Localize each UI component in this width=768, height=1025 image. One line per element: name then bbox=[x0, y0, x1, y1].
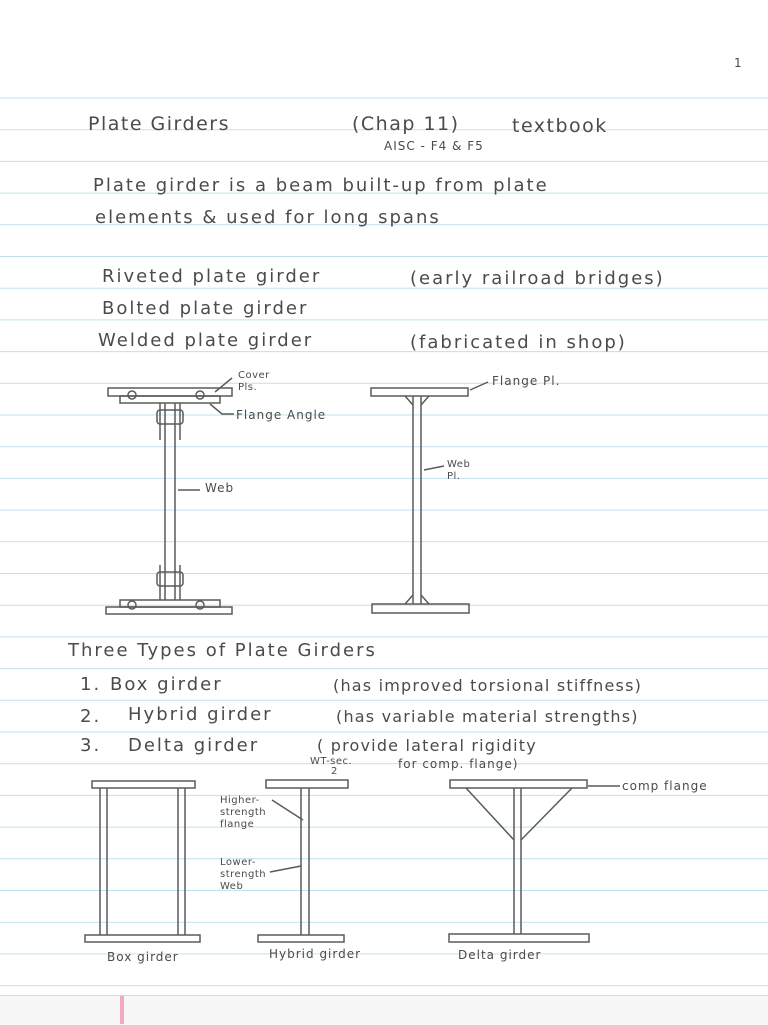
type-2-note: (has variable material strengths) bbox=[336, 707, 639, 726]
welded-top-flange bbox=[370, 387, 469, 397]
delta-girder-caption: Delta girder bbox=[458, 948, 542, 962]
ruled-lines bbox=[0, 97, 768, 987]
chapter-ref: (Chap 11) bbox=[352, 113, 460, 135]
flange-angle-label: Flange Angle bbox=[236, 408, 327, 422]
web-pl-label: Web Pl. bbox=[447, 459, 471, 482]
delta-bottom-flange bbox=[448, 933, 590, 943]
type-3-number: 3. bbox=[80, 735, 102, 756]
delta-strut-right bbox=[520, 787, 573, 841]
flange-angle-leader bbox=[209, 403, 234, 415]
flange-pl-leader bbox=[469, 381, 489, 391]
page-number: 1 bbox=[734, 56, 743, 70]
delta-strut-left bbox=[465, 787, 515, 841]
cover-leader bbox=[214, 377, 233, 393]
higher-strength-leader bbox=[271, 799, 304, 821]
textbook-ref: textbook bbox=[512, 115, 608, 137]
girder-sections-sketch-2 bbox=[84, 779, 620, 943]
box-bottom-flange bbox=[84, 934, 201, 943]
web-pl-leader bbox=[423, 465, 445, 471]
rivet-group-bottom bbox=[156, 571, 184, 587]
page-title: Plate Girders bbox=[88, 113, 230, 135]
hybrid-girder-caption: Hybrid girder bbox=[269, 947, 362, 961]
types-heading: Three Types of Plate Girders bbox=[68, 640, 377, 661]
rivet-group-top bbox=[156, 409, 184, 425]
kind-bolted: Bolted plate girder bbox=[102, 298, 309, 319]
type-1-note: (has improved torsional stiffness) bbox=[333, 676, 643, 695]
notebook-page: 1 Plate Girders (Chap 11) textbook AISC … bbox=[0, 56, 768, 987]
kind-riveted-note: (early railroad bridges) bbox=[410, 268, 665, 289]
definition-line-1: Plate girder is a beam built-up from pla… bbox=[93, 175, 549, 196]
spec-ref: AISC - F4 & F5 bbox=[384, 139, 484, 153]
type-3-note: ( provide lateral rigidity bbox=[317, 736, 537, 755]
girder-sections-sketch-1 bbox=[105, 377, 489, 615]
type-2-number: 2. bbox=[80, 706, 102, 727]
type-1-number: 1. bbox=[80, 674, 102, 695]
comp-flange-label: comp flange bbox=[622, 779, 708, 793]
page-bottom-edge bbox=[0, 995, 768, 1025]
welded-bottom-flange bbox=[371, 603, 470, 614]
web-label: Web bbox=[205, 481, 235, 495]
wt-section-label: WT-sec. bbox=[310, 756, 353, 767]
box-girder-caption: Box girder bbox=[107, 950, 179, 964]
lower-strength-leader bbox=[269, 865, 302, 873]
box-top-flange bbox=[91, 780, 196, 789]
kind-welded: Welded plate girder bbox=[98, 330, 314, 351]
cover-label: Cover Pls. bbox=[238, 370, 270, 393]
cover-plate-bottom bbox=[105, 606, 233, 615]
flange-pl-label: Flange Pl. bbox=[492, 374, 561, 388]
definition-line-2: elements & used for long spans bbox=[95, 207, 441, 228]
type-2-name: Hybrid girder bbox=[128, 704, 273, 725]
wt-section-sub: 2 bbox=[331, 766, 338, 777]
type-1-name: Box girder bbox=[110, 674, 223, 695]
higher-strength-label: Higher- strength flange bbox=[220, 795, 267, 830]
type-3-name: Delta girder bbox=[128, 735, 260, 756]
delta-top-flange bbox=[449, 779, 588, 789]
flange-angle-top bbox=[119, 395, 221, 404]
hybrid-bottom-flange bbox=[257, 934, 345, 943]
margin-line-mark bbox=[120, 996, 124, 1024]
kind-riveted: Riveted plate girder bbox=[102, 266, 322, 287]
type-3-note-continued: for comp. flange) bbox=[398, 757, 519, 771]
hybrid-top-flange bbox=[265, 779, 349, 789]
kind-welded-note: (fabricated in shop) bbox=[410, 332, 627, 353]
lower-strength-label: Lower- strength Web bbox=[220, 857, 267, 892]
